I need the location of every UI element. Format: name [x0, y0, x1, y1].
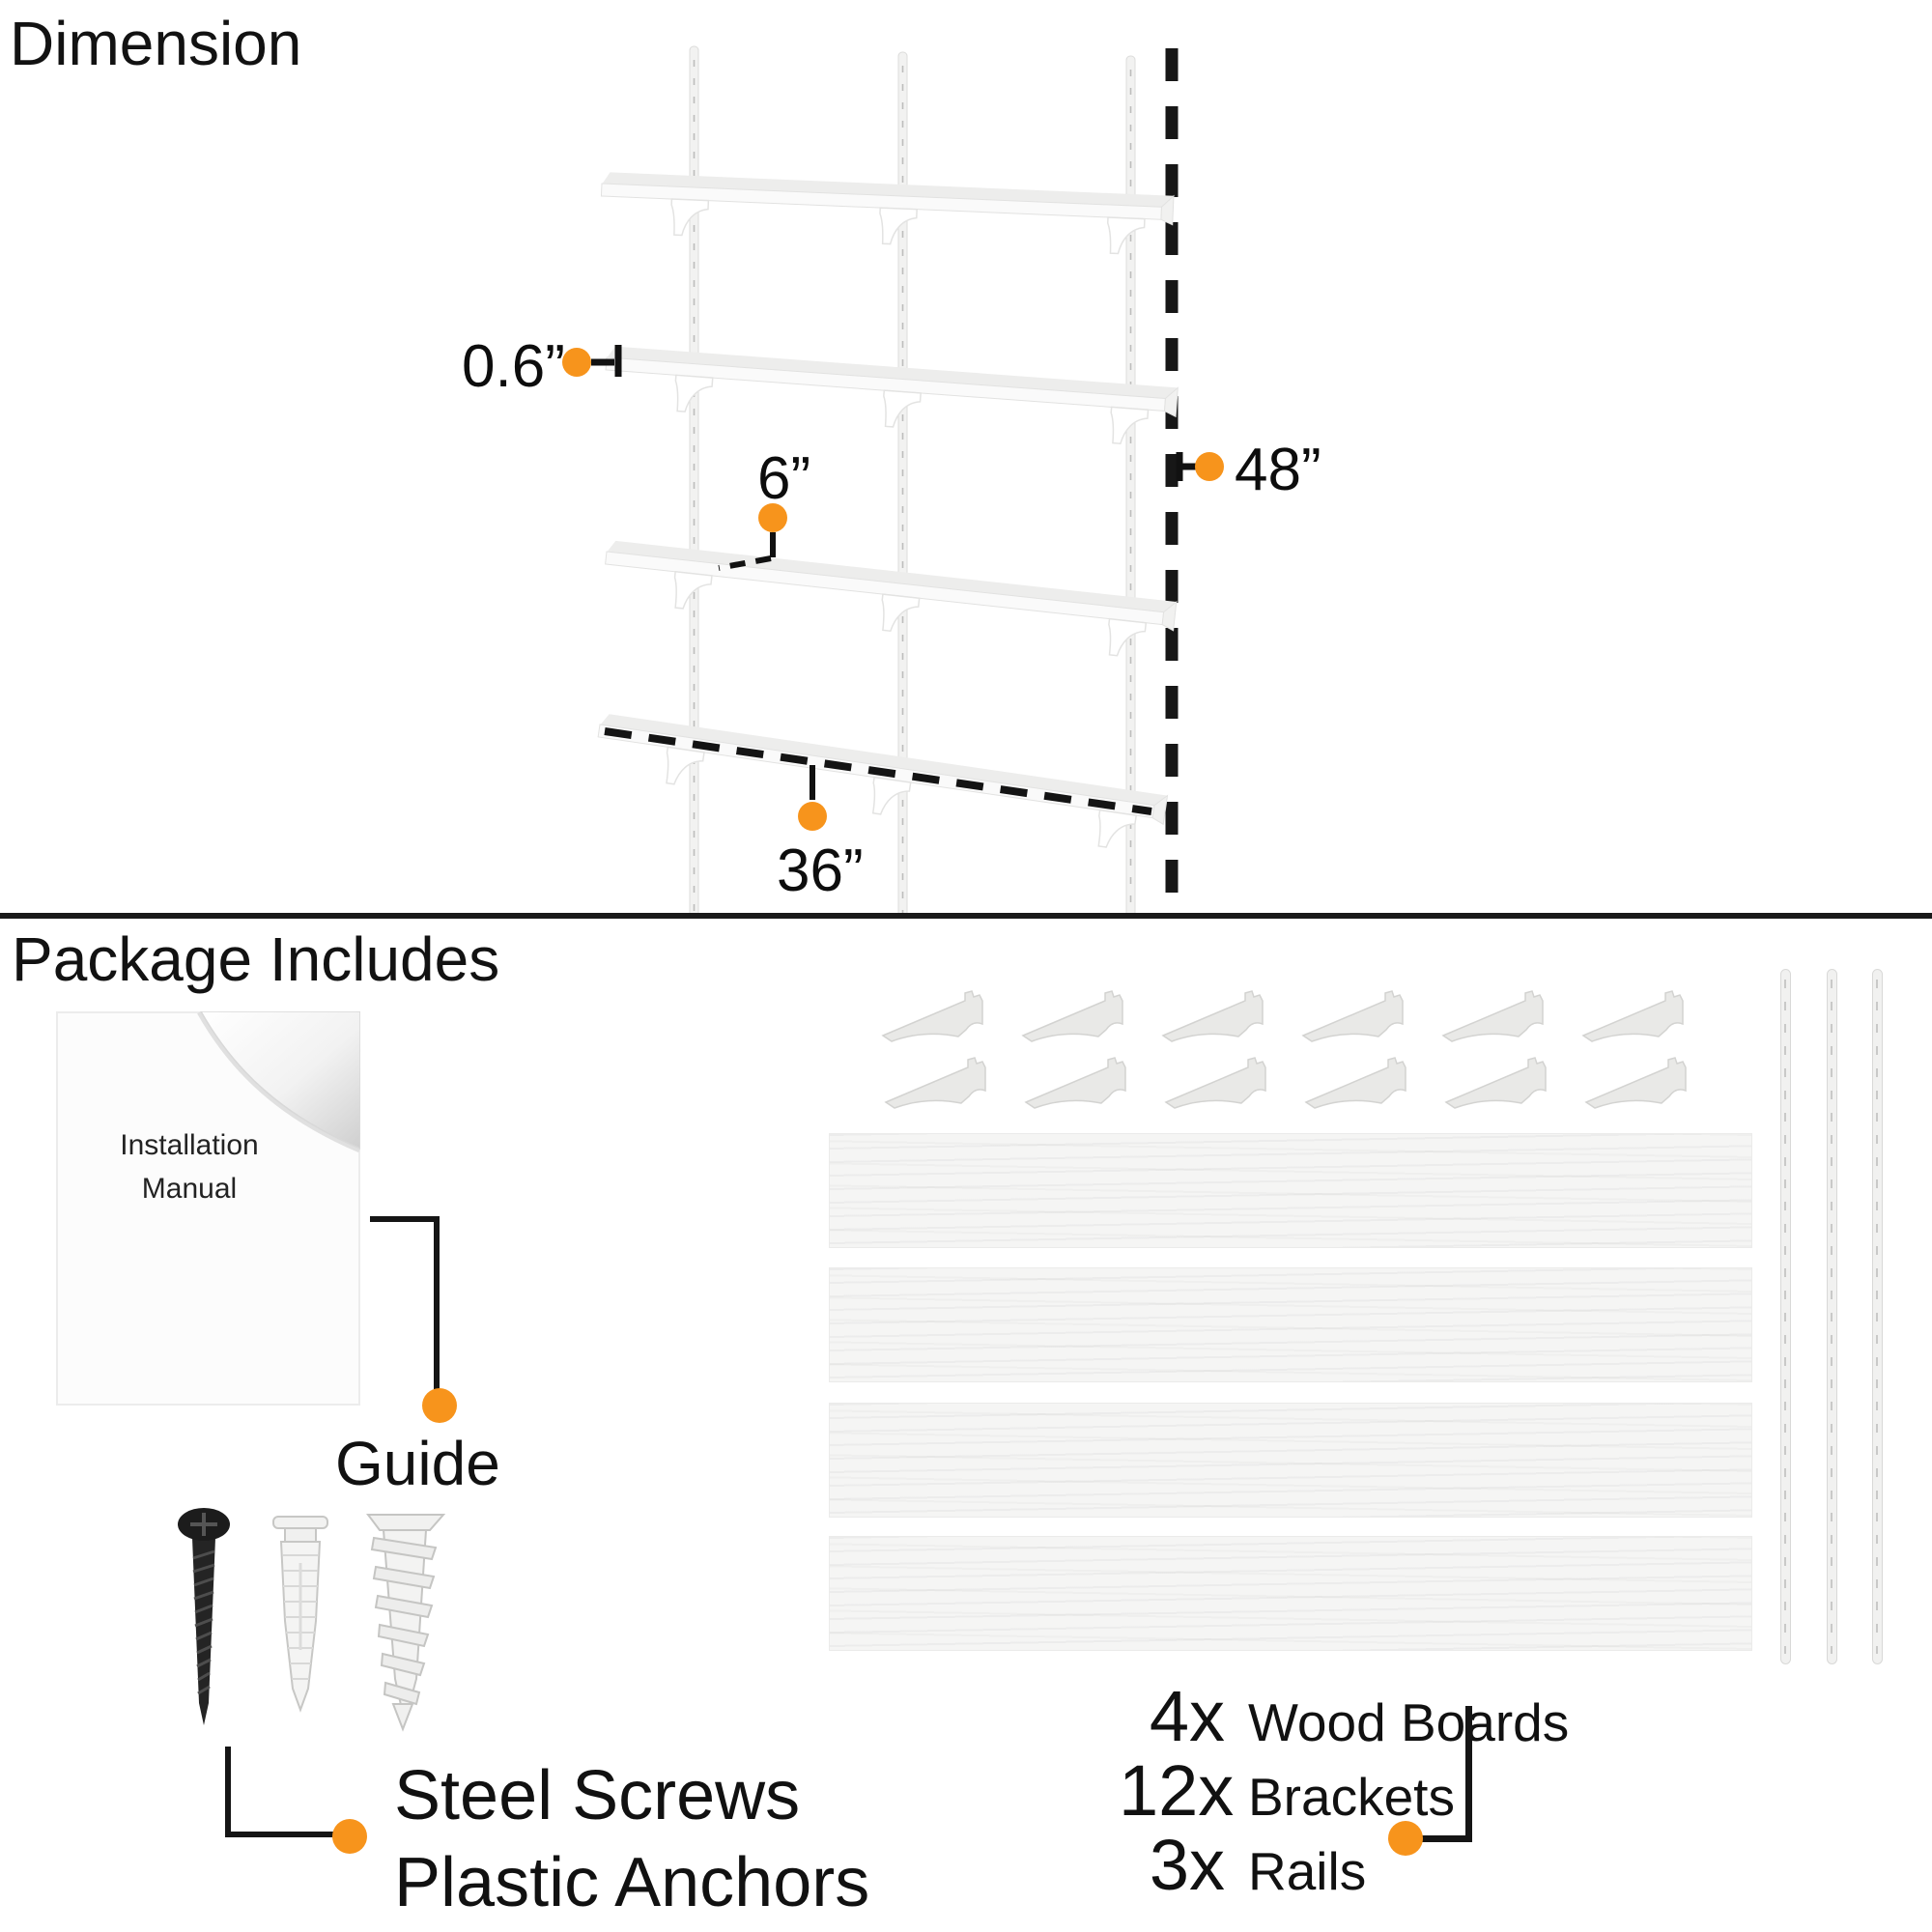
- bracket-icon: [884, 1057, 986, 1109]
- wood-board-icon: [829, 1403, 1752, 1518]
- bracket-icon: [1161, 990, 1264, 1042]
- thickness-callout: 0.6”: [462, 333, 622, 400]
- parts-connector-h: [1409, 1835, 1469, 1842]
- bracket-icon: [1444, 1057, 1547, 1109]
- shelf-board-4: [592, 712, 1169, 856]
- fastener-label: Steel Screws Plastic Anchors: [394, 1752, 869, 1926]
- guide-connector-v: [434, 1216, 440, 1392]
- fastener-label-line1: Steel Screws: [394, 1757, 801, 1834]
- rails-name: Rails: [1248, 1841, 1367, 1901]
- shelf-board-1: [599, 171, 1175, 257]
- length-dot: [798, 802, 827, 831]
- parts-dot: [1388, 1821, 1423, 1856]
- height-dot: [1195, 452, 1224, 481]
- installation-manual-icon: Installation Manual: [56, 1009, 362, 1406]
- brackets-qty: 12x: [1119, 1750, 1235, 1831]
- depth-callout: 6”: [718, 445, 810, 571]
- dimension-title: Dimension: [10, 9, 302, 78]
- rails-qty: 3x: [1149, 1825, 1225, 1905]
- plastic-anchor-icon: [272, 1516, 328, 1713]
- section-divider: [0, 913, 1932, 919]
- count-row-rails: 3x Rails: [1119, 1830, 1366, 1901]
- fastener-label-line2: Plastic Anchors: [394, 1844, 870, 1921]
- bracket-icon: [1164, 1057, 1266, 1109]
- fastener-connector-v: [225, 1747, 231, 1837]
- fastener-connector-h: [225, 1832, 333, 1837]
- boards-qty: 4x: [1149, 1676, 1225, 1756]
- drywall-anchor-icon: [366, 1514, 446, 1732]
- fastener-dot: [332, 1819, 367, 1854]
- bracket-icon: [1021, 990, 1123, 1042]
- count-row-brackets: 12x Brackets: [1119, 1755, 1455, 1827]
- guide-dot: [422, 1388, 457, 1423]
- bracket-icon: [1441, 990, 1544, 1042]
- wood-board-icon: [829, 1536, 1752, 1651]
- wood-board-icon: [829, 1133, 1752, 1248]
- bracket-icon: [1581, 990, 1684, 1042]
- depth-label: 6”: [757, 445, 810, 512]
- page-curl-icon: [199, 1010, 361, 1151]
- bracket-icon: [1024, 1057, 1126, 1109]
- wall-rail-icons: [689, 45, 1136, 913]
- count-row-boards: 4x Wood Boards: [1119, 1681, 1569, 1752]
- bracket-icon: [1584, 1057, 1687, 1109]
- length-callout: 36”: [777, 765, 864, 904]
- height-callout: 48”: [1176, 437, 1321, 503]
- thickness-label: 0.6”: [462, 333, 565, 400]
- boards-name: Wood Boards: [1248, 1692, 1570, 1752]
- package-title: Package Includes: [12, 924, 500, 994]
- length-dimension-line: [604, 727, 1152, 815]
- parts-connector-v: [1465, 1706, 1472, 1842]
- fasteners-graphic: [178, 1508, 446, 1732]
- brackets-name: Brackets: [1248, 1767, 1455, 1827]
- height-label: 48”: [1235, 437, 1321, 503]
- shelf-board-3: [600, 539, 1178, 663]
- wood-board-icon: [829, 1267, 1752, 1382]
- guide-connector-h: [370, 1216, 440, 1222]
- depth-dot: [758, 503, 787, 532]
- bracket-icon: [1304, 1057, 1406, 1109]
- manual-text-line2: Manual: [142, 1173, 237, 1205]
- guide-label: Guide: [335, 1429, 500, 1498]
- thickness-dot: [562, 348, 591, 377]
- shelf-dimension-diagram: 0.6” 6” 48” 36”: [462, 45, 1321, 913]
- length-label: 36”: [777, 838, 864, 904]
- rail-icon: [1780, 969, 1791, 1664]
- rail-icon: [1827, 969, 1837, 1664]
- manual-text-line1: Installation: [120, 1129, 258, 1161]
- bracket-icon: [1301, 990, 1404, 1042]
- rail-icon: [1872, 969, 1883, 1664]
- steel-screw-icon: [178, 1508, 230, 1725]
- bracket-icon: [881, 990, 983, 1042]
